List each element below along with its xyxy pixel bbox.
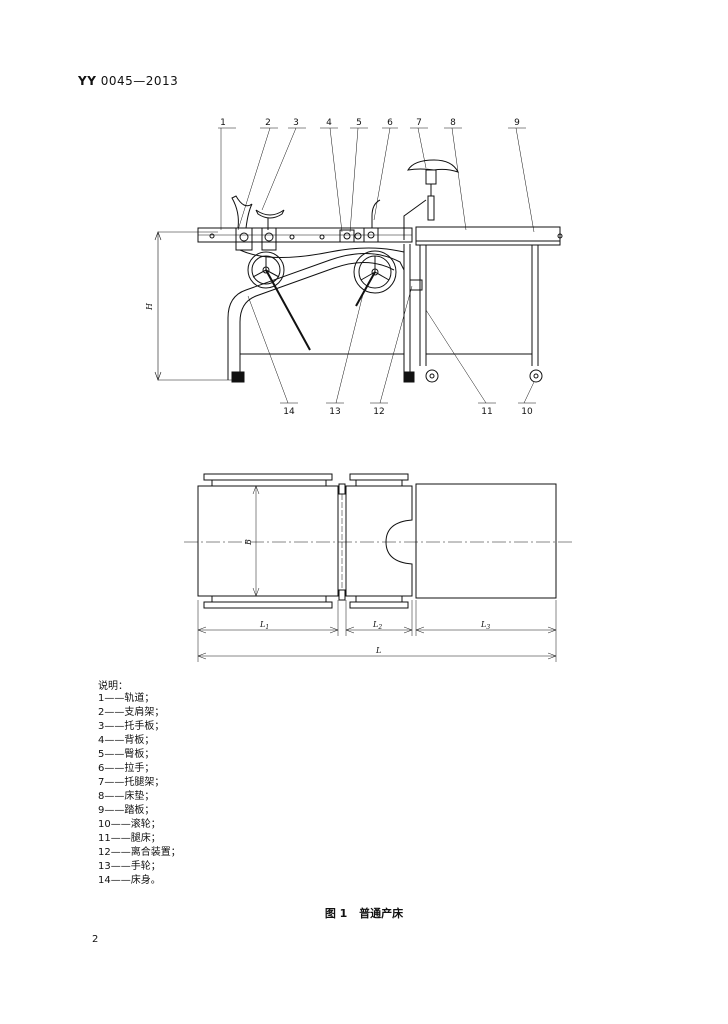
legend-item: 13——手轮； [98,861,161,872]
dim-l1: L1 [259,620,269,631]
side-view [154,127,563,404]
callout-14: 14 [283,407,295,417]
dim-total-l: L [375,646,381,655]
legend-item: 11——腿床； [98,833,161,844]
width-label: B [244,539,253,546]
callout-10: 10 [521,407,533,417]
legend-item: 5——臀板； [98,749,155,760]
page-number: 2 [92,934,99,945]
callout-5: 5 [356,118,362,128]
standard-code: 0045—2013 [100,74,179,88]
legend-item: 8——床垫； [98,791,155,802]
legend-item: 4——背板； [98,735,155,746]
callout-1: 1 [220,118,226,128]
figure-title: 普通产床 [359,907,404,920]
callout-2: 2 [265,118,271,128]
figure-caption: 图 1 普通产床 [0,905,728,921]
standard-number: YY 0045—2013 [78,74,178,88]
dim-l3: L3 [480,620,490,631]
callout-4: 4 [326,118,332,128]
mattress [415,226,561,242]
legend-item: 3——托手板； [98,721,165,732]
legend-item: 14——床身。 [98,875,161,886]
callout-7: 7 [416,118,422,128]
callout-12: 12 [373,407,384,417]
top-view [184,473,572,662]
standard-prefix: YY [78,74,97,88]
dim-l2: L2 [372,620,382,631]
callout-11: 11 [481,407,492,417]
legend-title: 说明： [98,681,128,692]
legend-item: 7——托腿架； [98,777,165,788]
legend-item: 1——轨道； [98,693,155,704]
callout-9: 9 [514,118,520,128]
callout-3: 3 [293,118,299,128]
legend-item: 2——支肩架； [98,707,165,718]
callout-8: 8 [450,118,456,128]
figure-number: 图 1 [324,907,348,920]
legend-item: 9——踏板； [98,805,155,816]
legend-item: 10——滚轮； [98,819,161,830]
legend-list: 1——轨道； 2——支肩架； 3——托手板； 4——背板； 5——臀板； 6——… [98,692,181,888]
legend-item: 6——拉手； [98,763,155,774]
height-label: H [145,302,154,311]
callout-13: 13 [329,407,340,417]
callout-6: 6 [387,118,393,128]
legend-item: 12——离合装置； [98,847,181,858]
